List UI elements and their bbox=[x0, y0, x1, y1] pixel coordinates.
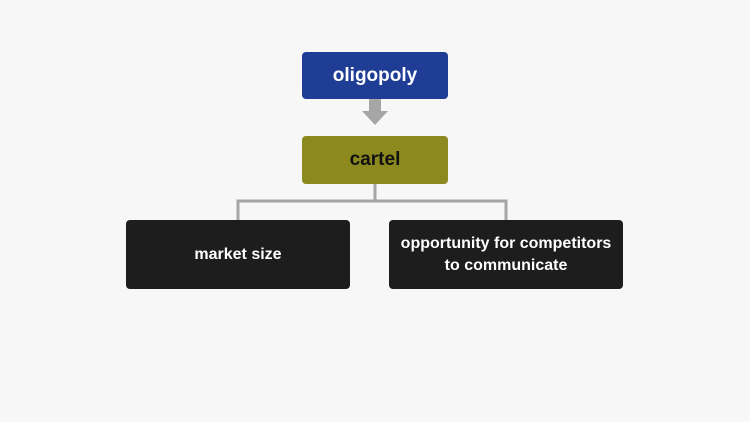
node-market-size-label: market size bbox=[194, 245, 282, 263]
node-cartel-label: cartel bbox=[349, 149, 401, 170]
connector-cartel-to-leaves bbox=[236, 184, 508, 220]
arrow-oligopoly-to-cartel bbox=[362, 99, 388, 125]
node-opportunity-label: opportunity for competitors to communica… bbox=[400, 234, 612, 274]
node-opportunity: opportunity for competitors to communica… bbox=[389, 220, 623, 289]
node-oligopoly-label: oligopoly bbox=[332, 64, 418, 86]
node-cartel: cartel bbox=[302, 136, 448, 184]
node-oligopoly: oligopoly bbox=[302, 52, 448, 99]
node-market-size: market size bbox=[126, 220, 350, 289]
